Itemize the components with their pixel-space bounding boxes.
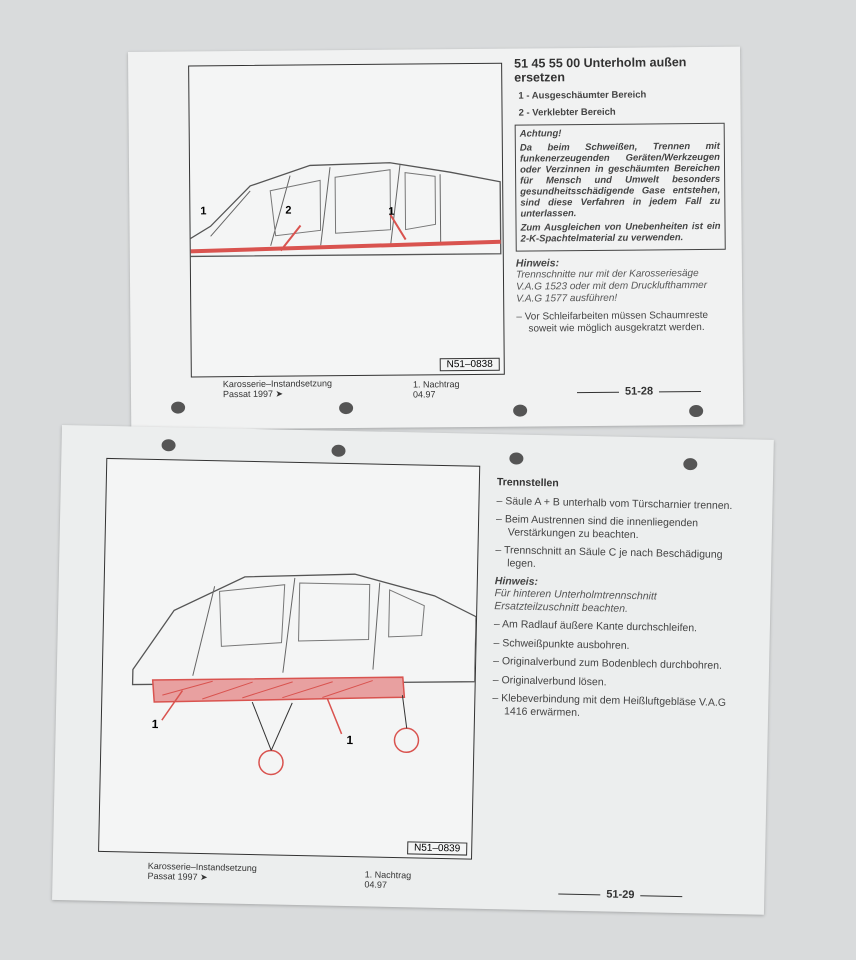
manual-page-51-29: 1 1 N51–0839 Trennstellen Säule A + B un…	[52, 425, 774, 915]
page-title: 51 45 55 00 Unterholm außen ersetzen	[514, 55, 687, 85]
figure-label-2: 2	[285, 205, 291, 217]
figure-id: N51–0839	[406, 841, 468, 856]
footer-date: 04.97	[364, 879, 388, 890]
section-heading: Trennstellen	[496, 476, 559, 490]
legend-item: 1 - Ausgeschäumter Bereich	[518, 89, 647, 102]
warning-heading: Achtung!	[519, 128, 562, 140]
page-number-text: 51-29	[606, 888, 635, 902]
punch-hole	[331, 444, 346, 457]
manual-page-51-28: 2 1 1 N51–0838 51 45 55 00 Unterholm auß…	[128, 46, 744, 430]
car-body-drawing: 2 1 1	[185, 162, 502, 258]
step: Klebeverbindung mit dem Heißluftgebläse …	[492, 692, 728, 722]
legend-item: 2 - Verklebter Bereich	[518, 106, 616, 119]
punch-hole	[683, 458, 698, 471]
figure-label-1b: 1	[346, 733, 353, 747]
page-number: 51-28	[571, 385, 707, 398]
page-number: 51-29	[552, 887, 688, 902]
text-column: Trennstellen Säule A + B unterhalb vom T…	[492, 476, 733, 722]
punch-hole	[339, 402, 354, 415]
text-column: 51 45 55 00 Unterholm außen ersetzen 1 -…	[514, 55, 726, 336]
footer-model: Passat 1997 ➤	[222, 388, 284, 400]
figure-id: N51–0838	[439, 357, 500, 372]
figure-label-1: 1	[200, 205, 206, 217]
figure-body-sill: 2 1 1 N51–0838	[185, 62, 505, 378]
page-number-text: 51-28	[624, 385, 654, 398]
step: Schweißpunkte ausbohren.	[493, 637, 729, 654]
punch-hole	[513, 404, 528, 417]
figure-label-1: 1	[152, 717, 159, 731]
punch-hole	[171, 401, 186, 414]
punch-hole	[509, 452, 524, 465]
punch-hole	[161, 439, 176, 452]
footer-manual: Karosserie–Instandsetzung	[222, 378, 333, 390]
note-text: Für hinteren Unterholmtrennschnitt Ersat…	[494, 587, 657, 615]
car-body-drawing: 1 1	[131, 573, 477, 776]
footer-date: 04.97	[412, 389, 436, 400]
step: Am Radlauf äußere Kante durchschleifen.	[494, 618, 730, 635]
figure-separation-points: 1 1 N51–0839	[98, 457, 481, 860]
step: Trennschnitt an Säule C je nach Beschädi…	[495, 544, 731, 574]
footer-supplement: 1. Nachtrag	[412, 379, 460, 390]
step: Originalverbund zum Bodenblech durchbohr…	[493, 655, 729, 672]
note-text: Trennschnitte nur mit der Karosseriesäge…	[515, 268, 708, 305]
punch-hole	[689, 404, 704, 418]
warning-box: Achtung! Da beim Schweißen, Trennen mit …	[514, 122, 726, 252]
warning-text: Da beim Schweißen, Trennen mit funkenerz…	[519, 140, 721, 220]
step: Vor Schleifarbeiten müssen Schaumreste s…	[516, 310, 726, 336]
warning-text: Zum Ausgleichen von Unebenheiten ist ein…	[520, 220, 721, 245]
step: Originalverbund lösen.	[493, 674, 729, 691]
step: Säule A + B unterhalb vom Türscharnier t…	[496, 495, 732, 512]
step: Beim Austrennen sind die innenliegenden …	[496, 513, 732, 543]
figure-label-1b: 1	[388, 206, 394, 218]
